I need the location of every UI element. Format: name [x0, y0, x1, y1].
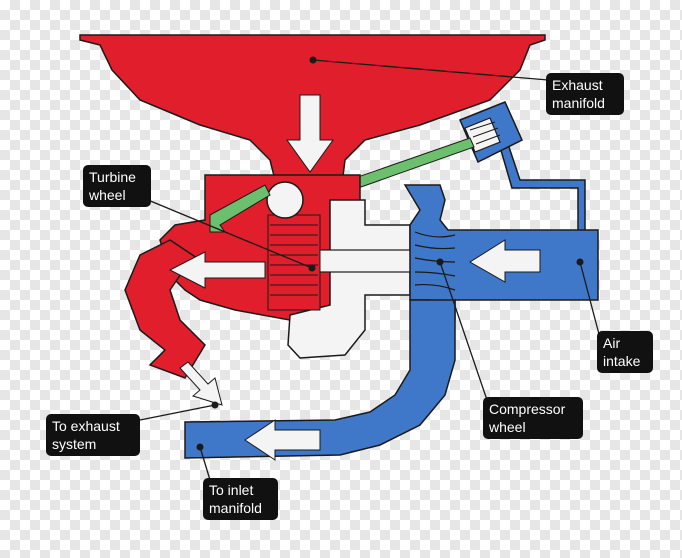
turbine-wheel [267, 214, 321, 311]
label-compressor-wheel: Compressor wheel [483, 397, 583, 439]
leader-dots [196, 56, 584, 451]
wastegate-valve [266, 181, 304, 219]
leader-lines [139, 59, 601, 481]
label-to-inlet-manifold: To inlet manifold [203, 478, 278, 520]
bearing-housing [287, 199, 411, 359]
exhaust-flow-arrow [168, 251, 266, 289]
exhaust-exit-arrow [179, 361, 223, 406]
wastegate-lever [209, 184, 271, 233]
label-exhaust-manifold: Exhaust manifold [546, 73, 624, 115]
label-turbine-wheel: Turbine wheel [83, 165, 151, 207]
inlet-manifold-pipe [184, 299, 456, 459]
manifold-flow-arrow [286, 94, 334, 173]
wastegate-actuator [459, 101, 523, 164]
label-air-intake: Air intake [597, 331, 653, 373]
intake-flow-arrow [469, 239, 541, 283]
compressor-wheel [414, 231, 456, 291]
inlet-flow-arrow [244, 419, 321, 461]
label-to-exhaust-system: To exhaust system [46, 414, 140, 456]
